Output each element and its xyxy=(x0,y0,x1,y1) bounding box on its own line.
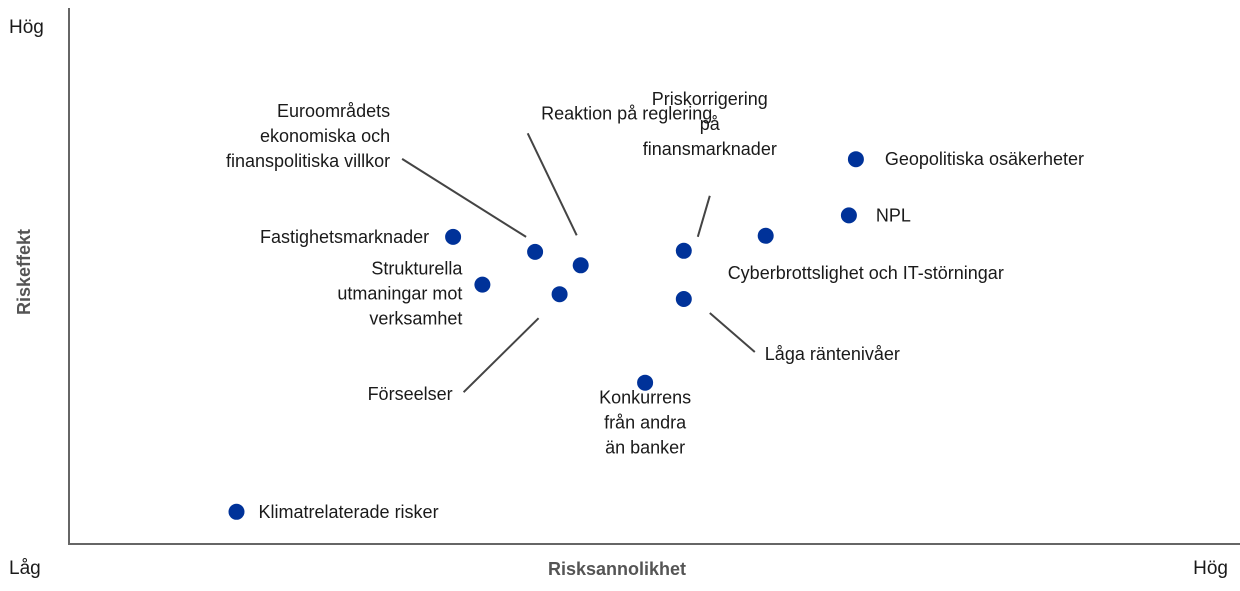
data-label: Cyberbrottslighet och IT-störningar xyxy=(728,263,1004,283)
data-point xyxy=(527,243,544,260)
data-point xyxy=(675,291,692,307)
x-axis-high-label: Hög xyxy=(1193,558,1228,579)
data-label: Förseelser xyxy=(368,384,453,404)
data-point xyxy=(840,207,857,224)
x-axis-title: Risksannolikhet xyxy=(548,559,686,579)
data-points xyxy=(228,151,864,520)
data-label: NPL xyxy=(876,205,911,225)
data-point xyxy=(474,276,491,293)
leader-line xyxy=(696,195,711,238)
x-axis-low-label: Låg xyxy=(9,558,41,579)
leader-line xyxy=(462,317,540,393)
data-point xyxy=(637,374,654,391)
data-point xyxy=(675,242,692,259)
data-label: Geopolitiska osäkerheter xyxy=(885,149,1084,169)
data-point xyxy=(228,503,245,520)
data-label: Reaktion på reglering xyxy=(541,103,712,123)
data-label: Fastighetsmarknader xyxy=(260,227,429,247)
leader-lines xyxy=(401,132,756,393)
data-point xyxy=(572,257,589,274)
y-axis-title: Riskeffekt xyxy=(14,229,34,315)
leader-line xyxy=(401,158,527,238)
data-label: Klimatrelaterade risker xyxy=(259,502,439,522)
data-point xyxy=(847,151,864,168)
data-point xyxy=(551,286,568,303)
leader-line xyxy=(526,132,578,236)
leader-line xyxy=(709,312,756,353)
data-label: Låga räntenivåer xyxy=(765,344,900,364)
y-axis-high-label: Hög xyxy=(9,17,44,38)
data-point xyxy=(445,228,462,245)
data-point xyxy=(757,227,774,244)
